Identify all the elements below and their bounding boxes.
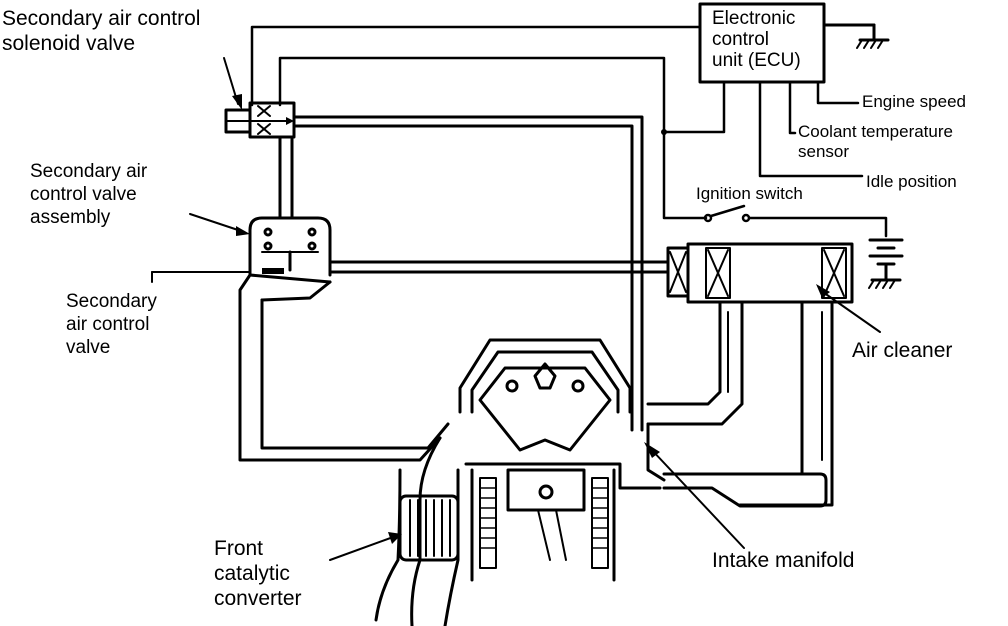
label-valve-assembly-line1: Secondary air [30,161,148,182]
label-coolant-line2: sensor [798,142,850,161]
label-ecu-line3: unit (ECU) [712,50,801,71]
ecu-solenoid-wire [250,25,702,107]
label-idle-position: Idle position [866,172,957,191]
catalytic-converter-body [398,494,460,562]
label-ecu-line2: control [712,29,770,50]
label-coolant-sensor: Coolant temperature sensor [798,122,953,162]
label-control-valve-line2: air control [66,314,150,335]
ecu-junction-wire [662,80,726,134]
air-pipe-to-cleaner [151,260,670,283]
label-intake-manifold: Intake manifold [712,549,855,572]
label-valve-assembly-line3: assembly [30,207,111,228]
ecu-sensor-leads [758,80,864,178]
label-air-cleaner: Air cleaner [852,339,953,362]
label-solenoid-line1: Secondary air control [2,7,201,30]
secondary-air-passage [238,273,450,462]
ecu-box [698,2,826,84]
label-solenoid-line2: solenoid valve [2,32,136,55]
label-valve-assembly-line2: control valve [30,184,137,205]
label-catalytic-converter: Front catalytic converter [214,536,302,611]
label-catalytic-line3: converter [214,587,302,610]
label-control-valve: Secondary air control valve [66,290,157,359]
intake-manifold-shape [646,422,828,508]
exhaust-pipe [374,436,460,626]
vacuum-hose-to-intake [278,115,644,432]
label-coolant-line1: Coolant temperature [798,122,953,141]
ignition-switch-symbol [703,204,888,238]
label-control-valve-line1: Secondary [66,291,157,312]
label-ecu: Electronic control unit (ECU) [712,8,801,71]
solenoid-ignition-wire [278,56,708,220]
label-catalytic-line1: Front [214,537,264,560]
air-cleaner-housing [666,242,854,304]
ecu-ground-symbol [822,23,890,49]
engine-block [464,462,662,582]
label-solenoid-valve: Secondary air control solenoid valve [2,6,200,56]
label-ecu-line1: Electronic [712,8,796,29]
secondary-air-valve-assembly [248,216,332,277]
solenoid-valve-body [224,101,296,139]
label-catalytic-line2: catalytic [214,562,290,585]
engine-cylinder-head [458,338,632,452]
label-control-valve-line3: valve [66,337,111,358]
label-engine-speed: Engine speed [862,92,966,111]
label-valve-assembly: Secondary air control valve assembly [30,160,147,229]
battery-symbol [868,238,904,289]
leader-lines [189,57,881,561]
label-ignition-switch: Ignition switch [696,184,803,203]
